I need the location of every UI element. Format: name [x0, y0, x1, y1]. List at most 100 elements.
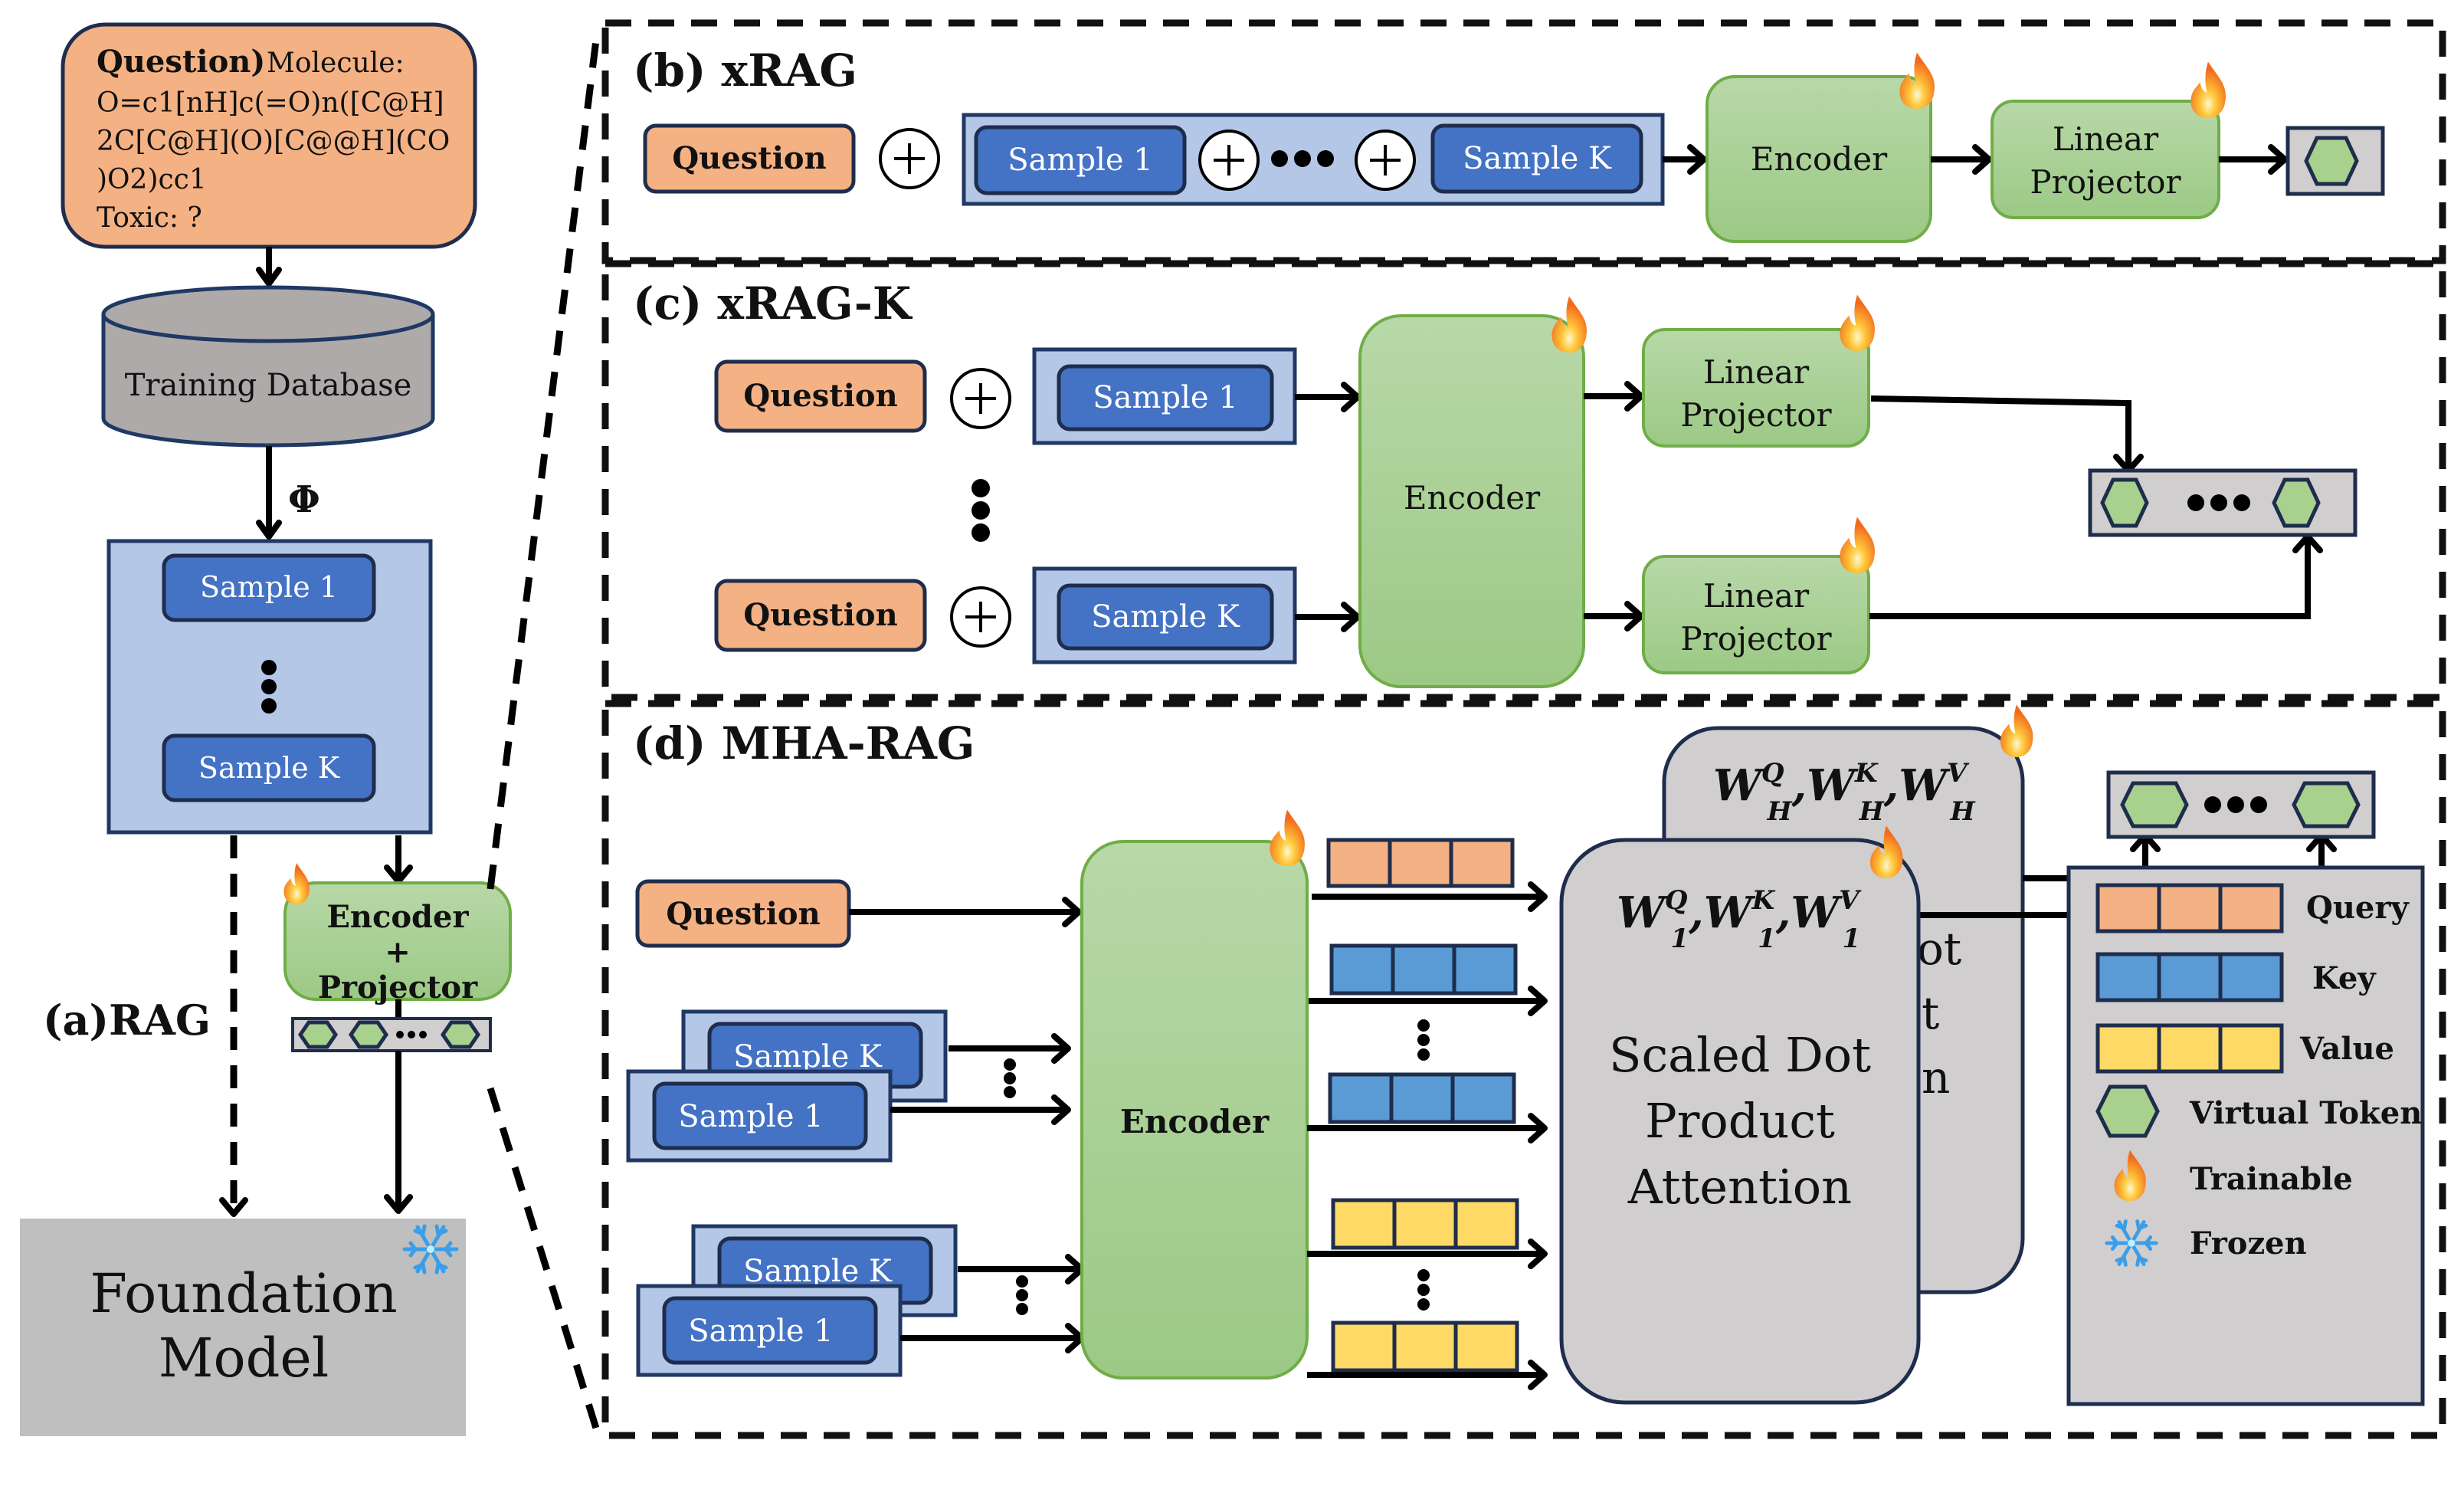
sample-1 [162, 553, 376, 622]
sample-k [1430, 123, 1643, 194]
virtual-token-icon [2095, 1084, 2160, 1138]
virtual-token-icon [297, 1020, 339, 1049]
question-box [714, 359, 927, 433]
virtual-token-icon [2292, 781, 2361, 828]
panel-a-label: (a)RAG [43, 996, 211, 1045]
ellipsis-dot [261, 660, 277, 675]
svg-text:WQ1,WK1,WV1: WQ1,WK1,WV1 [1617, 885, 1862, 954]
svg-text:Encoder: Encoder [1751, 140, 1888, 178]
svg-text:Scaled Dot: Scaled Dot [1609, 1027, 1871, 1083]
svg-text:Sample 1: Sample 1 [678, 1099, 823, 1134]
svg-text:Encoder: Encoder [1120, 1103, 1270, 1140]
virtual-token-icon [2100, 477, 2149, 528]
svg-text:+: + [385, 934, 411, 970]
svg-text:Question: Question [666, 896, 820, 932]
key-vector [1328, 1072, 1516, 1124]
virtual-token-icon [2272, 477, 2321, 528]
legend-key-swatch [2095, 952, 2284, 1002]
svg-text:Linear: Linear [1703, 577, 1810, 615]
panel-c-frame [601, 260, 2446, 701]
sample-k [1057, 583, 1274, 651]
svg-text:Projector: Projector [2030, 163, 2181, 201]
svg-text:Sample 1: Sample 1 [1093, 380, 1237, 415]
sample-1 [652, 1081, 868, 1150]
panel-b-xrag: (b) xRAG Question Sample 1 Sample K Enco… [601, 19, 2446, 264]
sample-1 [974, 125, 1187, 195]
flame-icon [283, 863, 310, 904]
question-line: Toxic: ? [97, 202, 202, 234]
virtual-token-icon [440, 1020, 481, 1049]
flame-icon [1840, 517, 1875, 573]
question-line: 2C[C@H](O)[C@@H](CO [97, 126, 450, 157]
svg-text:Sample K: Sample K [733, 1039, 883, 1074]
encoder-box [1080, 840, 1309, 1380]
svg-text:Question: Question [743, 378, 897, 414]
virtual-token-icon [2304, 136, 2359, 186]
flame-icon [1270, 809, 1305, 866]
zoom-guide-line [487, 27, 601, 890]
flame-icon [2190, 61, 2226, 118]
panel-d-mha-rag: (d) MHA-RAG Question Sample K Sample 1 S… [601, 700, 2446, 1439]
training-database: Training Database [101, 285, 435, 448]
question-line: O=c1[nH]c(=O)n([C@H] [97, 87, 444, 119]
sample-k [162, 733, 376, 802]
ellipsis-dot [1004, 1058, 1016, 1071]
svg-text:Sample K: Sample K [1091, 599, 1240, 635]
legend-query-swatch [2095, 883, 2284, 933]
panel-a-rag: Question) Molecule: O=c1[nH]c(=O)n([C@H]… [20, 22, 601, 1436]
legend-label: Value [2299, 1031, 2394, 1067]
svg-text:Sample 1: Sample 1 [688, 1314, 833, 1349]
query-vector [1326, 838, 1515, 888]
linear-projector-box [1642, 555, 1870, 674]
panel-b-label: (b) xRAG [633, 44, 857, 97]
legend-label: Trainable [2190, 1161, 2353, 1197]
virtual-token-icon [348, 1020, 389, 1049]
svg-text:Foundation: Foundation [90, 1262, 397, 1325]
flame-icon [1840, 294, 1875, 351]
ellipsis-dot [972, 479, 990, 497]
svg-text:Product: Product [1645, 1093, 1835, 1149]
svg-text:Projector: Projector [1680, 396, 1832, 434]
svg-text:WQH,WKH,WVH: WQH,WKH,WVH [1713, 758, 1977, 827]
linear-projector-box [1642, 328, 1870, 448]
zoom-guide-line [487, 1087, 601, 1435]
svg-text:Encoder: Encoder [1404, 479, 1541, 517]
question-line: )O2)cc1 [97, 164, 207, 195]
question-box [714, 579, 927, 652]
phi-symbol: Φ [288, 478, 320, 521]
flame-icon [1551, 296, 1587, 353]
panel-c-xrag-k: (c) xRAG-K Question Sample 1 Question Sa… [601, 260, 2446, 701]
panel-c-label: (c) xRAG-K [633, 277, 913, 330]
svg-text:Projector: Projector [1680, 620, 1832, 658]
sample-1 [1057, 364, 1274, 431]
head-h-fragment: ot [1917, 923, 1961, 975]
head-h-fragment: n [1922, 1051, 1950, 1104]
legend-label: Query [2306, 890, 2410, 926]
question-box [643, 123, 856, 194]
database-label: Training Database [125, 368, 412, 403]
value-vector [1331, 1198, 1519, 1250]
svg-text:Sample 1: Sample 1 [200, 570, 338, 604]
foundation-model-box [20, 1219, 466, 1436]
svg-text:Question: Question [743, 597, 897, 633]
svg-text:Sample K: Sample K [743, 1254, 893, 1289]
flame-icon [2000, 704, 2033, 757]
head-h-fragment: t [1922, 987, 1939, 1039]
svg-text:Question: Question [672, 140, 826, 176]
ellipsis-dot [1016, 1275, 1028, 1288]
svg-text:Encoder: Encoder [326, 899, 469, 935]
svg-text:Attention: Attention [1627, 1159, 1852, 1215]
svg-text:Linear: Linear [2053, 120, 2159, 158]
legend-value-swatch [2095, 1023, 2284, 1074]
sample-1 [662, 1296, 878, 1365]
panel-d-frame [601, 700, 2446, 1439]
virtual-token-icon [2120, 781, 2189, 828]
question-line: Molecule: [267, 48, 405, 79]
arrow-icon [256, 267, 282, 287]
legend-label: Virtual Token [2189, 1095, 2422, 1131]
svg-text:Sample K: Sample K [1463, 141, 1612, 176]
svg-text:Model: Model [159, 1327, 329, 1389]
panel-b-frame [601, 19, 2446, 264]
